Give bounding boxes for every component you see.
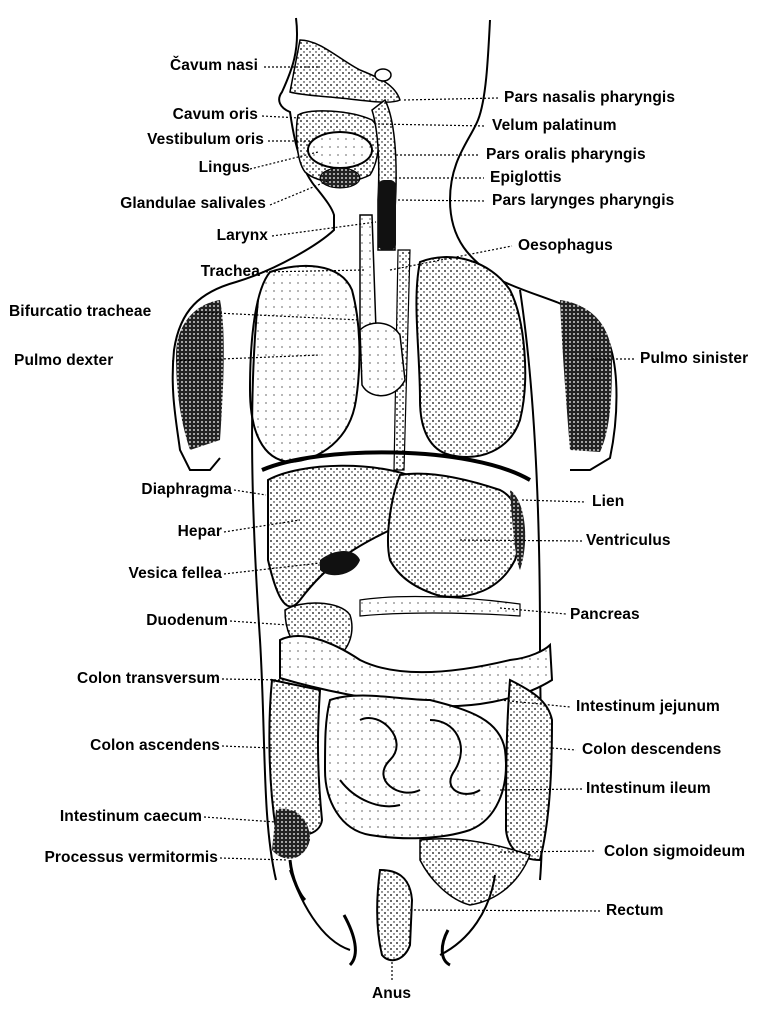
label-vesica-fellea: Vesica fellea (128, 565, 222, 583)
label-trachea: Trachea (201, 263, 260, 281)
shoulder-left-shading (560, 300, 612, 452)
label-anus: Anus (372, 985, 411, 1003)
label-duodenum: Duodenum (146, 612, 228, 630)
stomach (388, 474, 520, 597)
label-lingus: Lingus (199, 159, 250, 177)
salivary-gland (320, 168, 360, 188)
right-lung (250, 266, 359, 462)
tongue (308, 132, 372, 168)
hip-right-bone (344, 915, 355, 965)
appendix (290, 860, 305, 900)
label-colon-sigmoideum: Colon sigmoideum (604, 843, 745, 861)
label-intestinum-jejunum: Intestinum jejunum (576, 698, 720, 716)
label-hepar: Hepar (178, 523, 222, 541)
rectum (377, 870, 412, 960)
nasal-concha (375, 69, 391, 81)
label-colon-transversum: Colon transversum (77, 670, 220, 688)
label-intestinum-ileum: Intestinum ileum (586, 780, 711, 798)
label-vestibulum-oris: Vestibulum oris (147, 131, 264, 149)
left-lung (416, 257, 525, 457)
label-pars-oralis-pharyngis: Pars oralis pharyngis (486, 146, 646, 164)
label-pulmo-sinister: Pulmo sinister (640, 350, 748, 368)
label-processus-vermitormis: Processus vermitormis (44, 849, 218, 867)
label-intestinum-caecum: Intestinum caecum (60, 808, 202, 826)
hip-left-bone (442, 930, 450, 965)
label-ventriculus: Ventriculus (586, 532, 671, 550)
label-velum-palatinum: Velum palatinum (492, 117, 617, 135)
label-larynx: Larynx (217, 227, 268, 245)
shoulder-right-shading (176, 300, 224, 450)
label-cavum-oris: Cavum oris (173, 106, 258, 124)
small-intestine (325, 696, 506, 839)
label-bifurcatio-tracheae: Bifurcatio tracheae (9, 303, 151, 321)
pancreas (360, 597, 520, 616)
heart-vessels (360, 323, 405, 396)
hip-right (290, 870, 350, 950)
label-epiglottis: Epiglottis (490, 169, 562, 187)
label-pars-nasalis-pharyngis: Pars nasalis pharyngis (504, 89, 675, 107)
label-pulmo-dexter: Pulmo dexter (14, 352, 113, 370)
label-pars-larynges-pharyngis: Pars larynges pharyngis (492, 192, 674, 210)
larynx-shape (378, 180, 396, 250)
label-rectum: Rectum (606, 902, 663, 920)
label-cavum-nasi: Čavum nasi (170, 57, 258, 75)
label-glandulae-salivales: Glandulae salivales (120, 195, 266, 213)
label-lien: Lien (592, 493, 624, 511)
label-oesophagus: Oesophagus (518, 237, 613, 255)
label-pancreas: Pancreas (570, 606, 640, 624)
label-colon-ascendens: Colon ascendens (90, 737, 220, 755)
label-diaphragma: Diaphragma (141, 481, 232, 499)
colon-descending (506, 680, 552, 860)
label-colon-descendens: Colon descendens (582, 741, 721, 759)
